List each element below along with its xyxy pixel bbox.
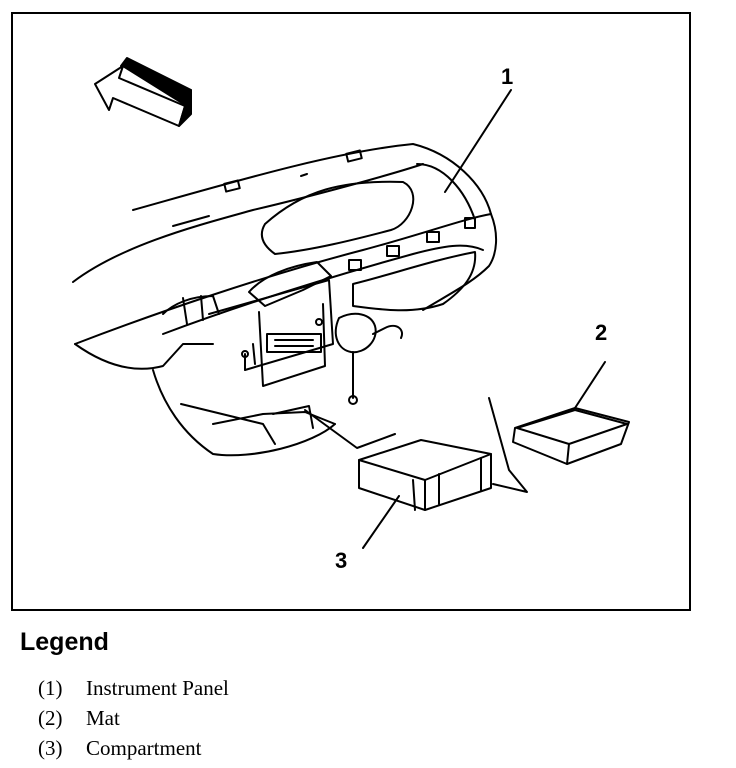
instrument-panel [72,143,497,457]
legend-item: (2) Mat [38,706,229,736]
callout-3: 3 [335,548,348,573]
leader-line-1 [444,89,512,193]
legend-title: Legend [20,628,109,656]
forward-arrow-icon [94,57,192,127]
mat [512,407,630,465]
callout-1: 1 [501,64,514,89]
legend-item-number: (3) [38,736,63,760]
legend-item-number: (1) [38,676,63,700]
legend-item-label: Instrument Panel [86,676,229,700]
assembly-guide-lines [304,397,528,493]
legend-item-number: (2) [38,706,63,730]
callout-2: 2 [595,320,608,345]
compartment [358,439,492,511]
instrument-panel-illustration [72,57,630,549]
leader-line-3 [362,495,400,549]
figure-frame: 1 2 3 [11,12,691,611]
legend-item: (1) Instrument Panel [38,676,229,706]
legend-list: (1) Instrument Panel (2) Mat (3) Compartmen… [38,676,229,766]
legend-item: (3) Compartment [38,736,229,766]
legend-item-label: Compartment [86,736,202,760]
leader-line-2 [574,361,606,409]
legend-item-label: Mat [86,706,120,730]
